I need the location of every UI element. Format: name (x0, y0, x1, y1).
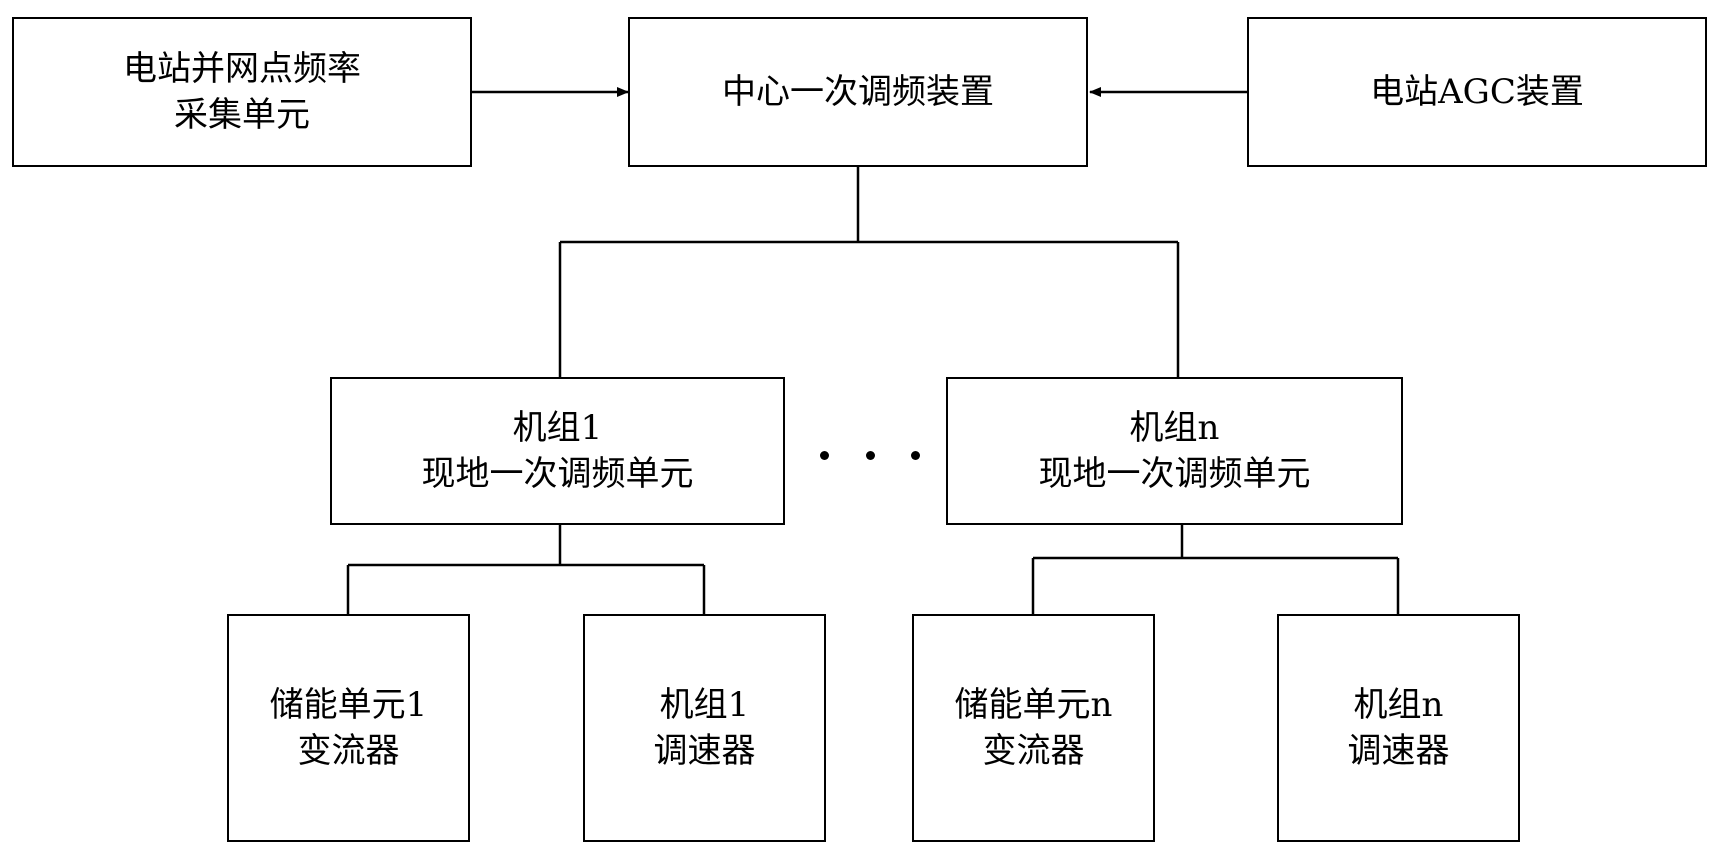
freq-sampling-line1: 电站并网点频率 (123, 49, 361, 89)
central-pfr-label: 中心一次调频装置 (722, 72, 994, 112)
freq-sampling-line2: 采集单元 (174, 95, 310, 135)
storagen-line2: 变流器 (982, 731, 1085, 771)
central-pfr-device-box: 中心一次调频装置 (628, 17, 1088, 167)
governorn-line2: 调速器 (1347, 731, 1450, 771)
unitn-governor-box: 机组n 调速器 (1277, 614, 1520, 842)
unitn-local-line2: 现地一次调频单元 (1038, 454, 1311, 494)
governor1-line1: 机组1 (659, 685, 750, 725)
ellipsis-dot (911, 450, 920, 460)
unitn-local-pfr-box: 机组n 现地一次调频单元 (946, 377, 1403, 525)
freq-sampling-unit-box: 电站并网点频率 采集单元 (12, 17, 472, 167)
governorn-line1: 机组n (1353, 685, 1444, 725)
ellipsis-dots (820, 440, 920, 470)
storage1-converter-box: 储能单元1 变流器 (227, 614, 470, 842)
storage1-line2: 变流器 (297, 731, 400, 771)
storagen-line1: 储能单元n (954, 685, 1113, 725)
agc-label: 电站AGC装置 (1370, 72, 1584, 112)
storage1-line1: 储能单元1 (269, 685, 428, 725)
unit1-local-line1: 机组1 (512, 408, 603, 448)
agc-device-box: 电站AGC装置 (1247, 17, 1707, 167)
governor1-line2: 调速器 (653, 731, 756, 771)
unitn-local-line1: 机组n (1129, 408, 1220, 448)
ellipsis-dot (865, 450, 875, 460)
unit1-governor-box: 机组1 调速器 (583, 614, 826, 842)
unit1-local-line2: 现地一次调频单元 (421, 454, 694, 494)
unit1-local-pfr-box: 机组1 现地一次调频单元 (330, 377, 785, 525)
storagen-converter-box: 储能单元n 变流器 (912, 614, 1155, 842)
ellipsis-dot (820, 450, 829, 460)
